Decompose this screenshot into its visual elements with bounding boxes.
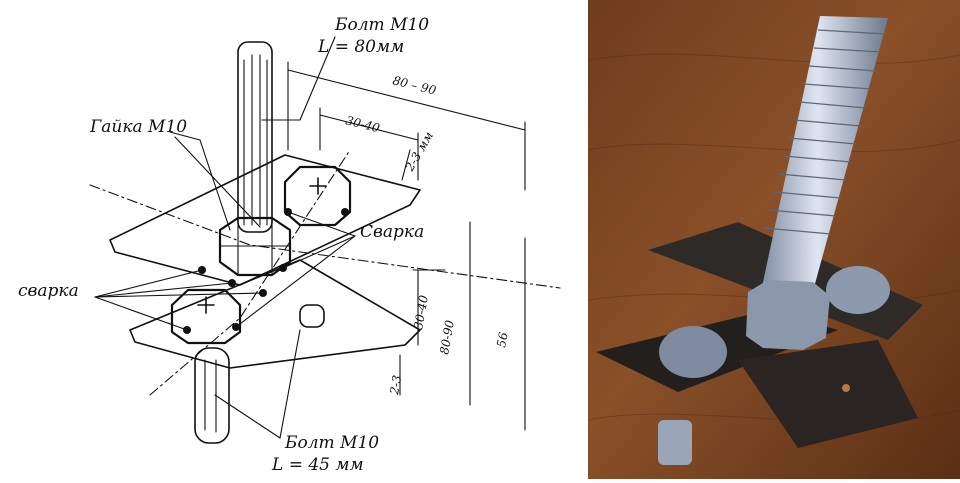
bottom-plate: [129, 259, 421, 369]
photo-head-left: [659, 326, 727, 378]
bracket-photo: [587, 0, 960, 479]
weld-label-left: сварка: [18, 281, 79, 301]
sketch-drawing: Болт М10 L = 80мм Гайка М10 Сварка сварк…: [18, 15, 561, 475]
dim-plate-width-side: 30-40: [411, 294, 431, 331]
center-line-2: [149, 149, 351, 396]
bolt-top-name: Болт М10: [334, 15, 429, 35]
dimension-lines: [287, 61, 526, 431]
bottom-bolt-shaft: [194, 347, 230, 444]
top-bolt-thread: [243, 54, 268, 226]
photo-center-nut: [746, 280, 830, 350]
center-line-1: [89, 184, 561, 289]
dim-overall-length: 80 – 90: [391, 73, 438, 97]
nut-label: Гайка М10: [89, 117, 187, 137]
photo-svg: [587, 0, 960, 479]
right-bolt-head: [283, 165, 352, 227]
dim-plate-width-top: 30-40: [344, 113, 381, 135]
bolt-bottom-name: Болт М10: [284, 433, 379, 453]
dim-plate-thickness-top: 2-3 мм: [402, 129, 436, 174]
photo-plate-cross-2: [738, 340, 918, 448]
center-nut: [218, 216, 292, 277]
photo-bolt-thread: [763, 29, 887, 235]
photo-plate-hole: [842, 384, 850, 392]
bolt-top-length: L = 80мм: [317, 37, 404, 57]
dim-overall-width-side: 80-90: [437, 319, 457, 356]
dim-height: 56: [494, 331, 511, 349]
top-plate: [109, 154, 421, 286]
stub-under-plate: [299, 304, 325, 328]
leader-lines: [94, 36, 356, 439]
photo-bottom-stub: [658, 420, 692, 465]
weld-label-right: Сварка: [360, 222, 424, 242]
photo-head-right: [826, 266, 890, 314]
wood-grain: [587, 53, 960, 423]
bolt-bottom-length: L = 45 мм: [271, 455, 364, 475]
sketch-svg: Болт М10 L = 80мм Гайка М10 Сварка сварк…: [18, 15, 561, 475]
left-bolt-head: [170, 288, 242, 345]
top-bolt-shaft: [237, 41, 273, 233]
dim-plate-thickness-side: 2-3: [387, 374, 404, 397]
